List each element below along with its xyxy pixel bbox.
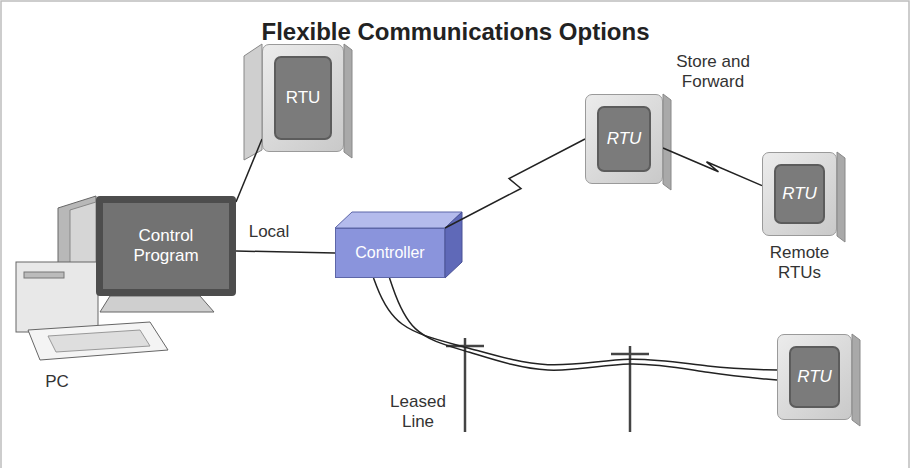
rtu-panel: RTU	[789, 346, 840, 408]
connector	[236, 139, 262, 202]
controller-side	[445, 212, 462, 278]
connector	[663, 148, 762, 186]
rtu-cabinet: RTU	[262, 44, 344, 152]
connector-line	[236, 139, 262, 202]
connector	[236, 251, 335, 253]
connector	[445, 139, 585, 228]
connector-line	[663, 148, 762, 186]
title: Flexible Communications Options	[0, 18, 911, 46]
keyboard	[28, 322, 168, 360]
connector-line	[374, 278, 778, 370]
cabinet-side	[837, 152, 845, 242]
cabinet-side	[344, 44, 352, 158]
cabinet-door	[244, 44, 262, 160]
node-text: RTU	[286, 88, 321, 108]
node-text: RTU	[782, 184, 817, 204]
cabinet-side	[852, 334, 860, 426]
rtu-panel: RTU	[274, 56, 332, 140]
node-text: RTU	[797, 367, 832, 387]
rtu-cabinet: RTU	[777, 334, 852, 420]
node-text: Control Program	[103, 226, 229, 265]
rtu-panel: RTU	[774, 164, 825, 224]
node-text: Controller	[355, 244, 424, 262]
rtu-cabinet: RTURemote RTUs	[762, 152, 837, 236]
controller-top	[335, 212, 462, 228]
computer-case	[16, 262, 98, 332]
keys	[48, 330, 150, 352]
connector-line	[236, 251, 335, 253]
connector-line	[445, 139, 585, 228]
monitor-screen: Control Program	[96, 196, 236, 296]
rtu-cabinet: RTU	[585, 94, 663, 184]
device-label: PC	[40, 372, 74, 392]
node-heading: Remote RTUs	[760, 243, 840, 282]
utility-pole	[446, 338, 649, 432]
line-label: Leased Line	[384, 392, 452, 431]
connector-line	[390, 278, 778, 380]
cabinet-side	[663, 94, 671, 190]
monitor-stand	[100, 296, 214, 312]
rtu-panel: RTU	[597, 106, 651, 172]
connector-label: Local	[242, 222, 296, 242]
drive-slot	[24, 272, 64, 278]
connector	[374, 278, 778, 380]
node-text: RTU	[607, 129, 642, 149]
controller-box: Controller	[335, 228, 445, 278]
connector-label: Store and Forward	[672, 52, 754, 91]
